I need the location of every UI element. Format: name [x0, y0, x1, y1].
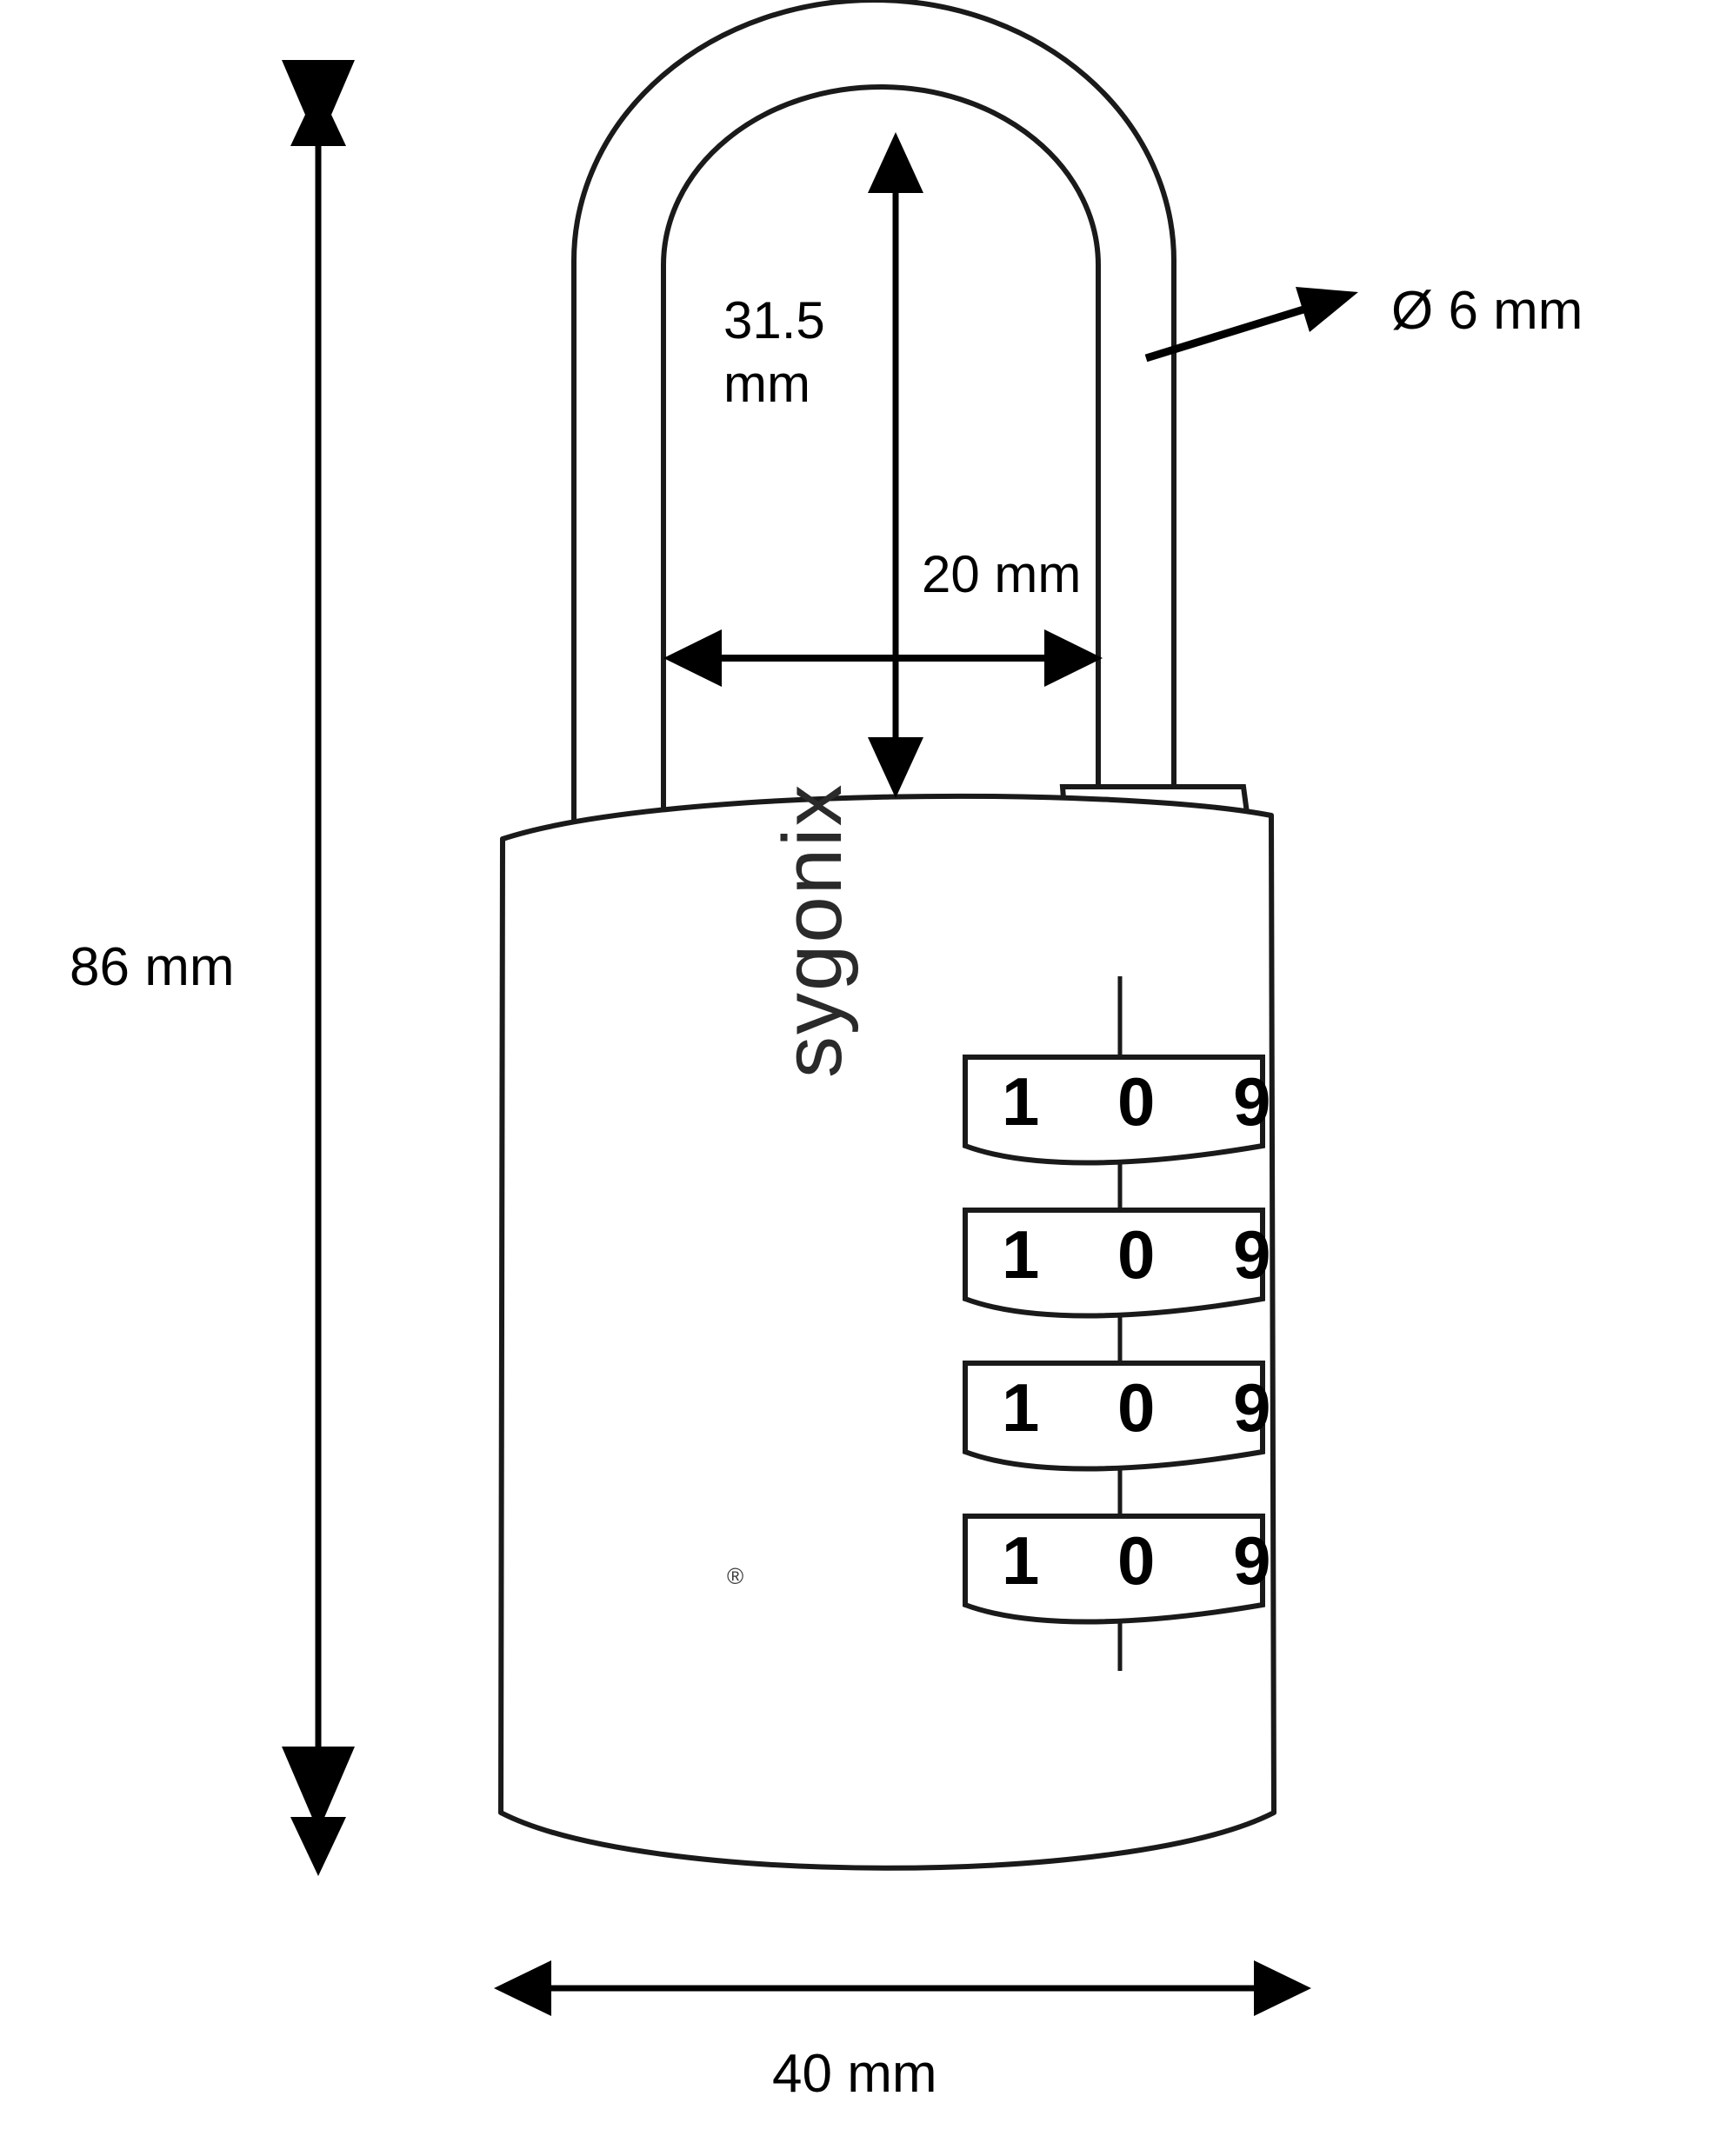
dial-ring-1[interactable] [963, 1055, 1265, 1166]
arrowhead-clearance-top [868, 132, 923, 193]
dimension-label-shackle-diameter: Ø 6 mm [1391, 281, 1583, 341]
arrowhead-height-top [290, 87, 346, 146]
arrowhead-width-left [494, 1960, 551, 2016]
dial-2-digits: 1 0 9 [1002, 1216, 1301, 1293]
arrowhead-shackle-width-left [663, 629, 722, 687]
dimension-label-overall-height: 86 mm [70, 937, 235, 997]
arrowhead-height-bottom [290, 1817, 346, 1876]
dimension-label-shackle-inner-width: 20 mm [922, 545, 1082, 603]
arrowhead-shackle-diameter [1296, 287, 1358, 332]
dial-ring-4[interactable] [963, 1514, 1265, 1625]
shackle-outer-contour [571, 0, 1176, 848]
arrowhead-shackle-width-right [1044, 629, 1103, 687]
leader-line-shackle-diameter [1144, 302, 1316, 363]
dial-ring-3[interactable] [963, 1361, 1265, 1472]
dial-1-digits: 1 0 9 [1002, 1063, 1301, 1140]
dimension-label-overall-width: 40 mm [772, 2044, 937, 2104]
lock-body [498, 793, 1276, 1871]
dial-4-digits: 1 0 9 [1002, 1522, 1301, 1599]
dial-ring-2[interactable] [963, 1208, 1265, 1319]
arrowhead-width-right [1254, 1960, 1311, 2016]
registered-trademark-icon: ® [727, 1563, 744, 1589]
shackle-inner-contour [661, 84, 1101, 848]
brand-logo: sygonix [766, 782, 859, 1079]
dimension-label-shackle-clearance-height: 31.5 mm [723, 291, 825, 414]
arrowhead-clearance-bottom [868, 737, 923, 798]
dial-3-digits: 1 0 9 [1002, 1369, 1301, 1446]
